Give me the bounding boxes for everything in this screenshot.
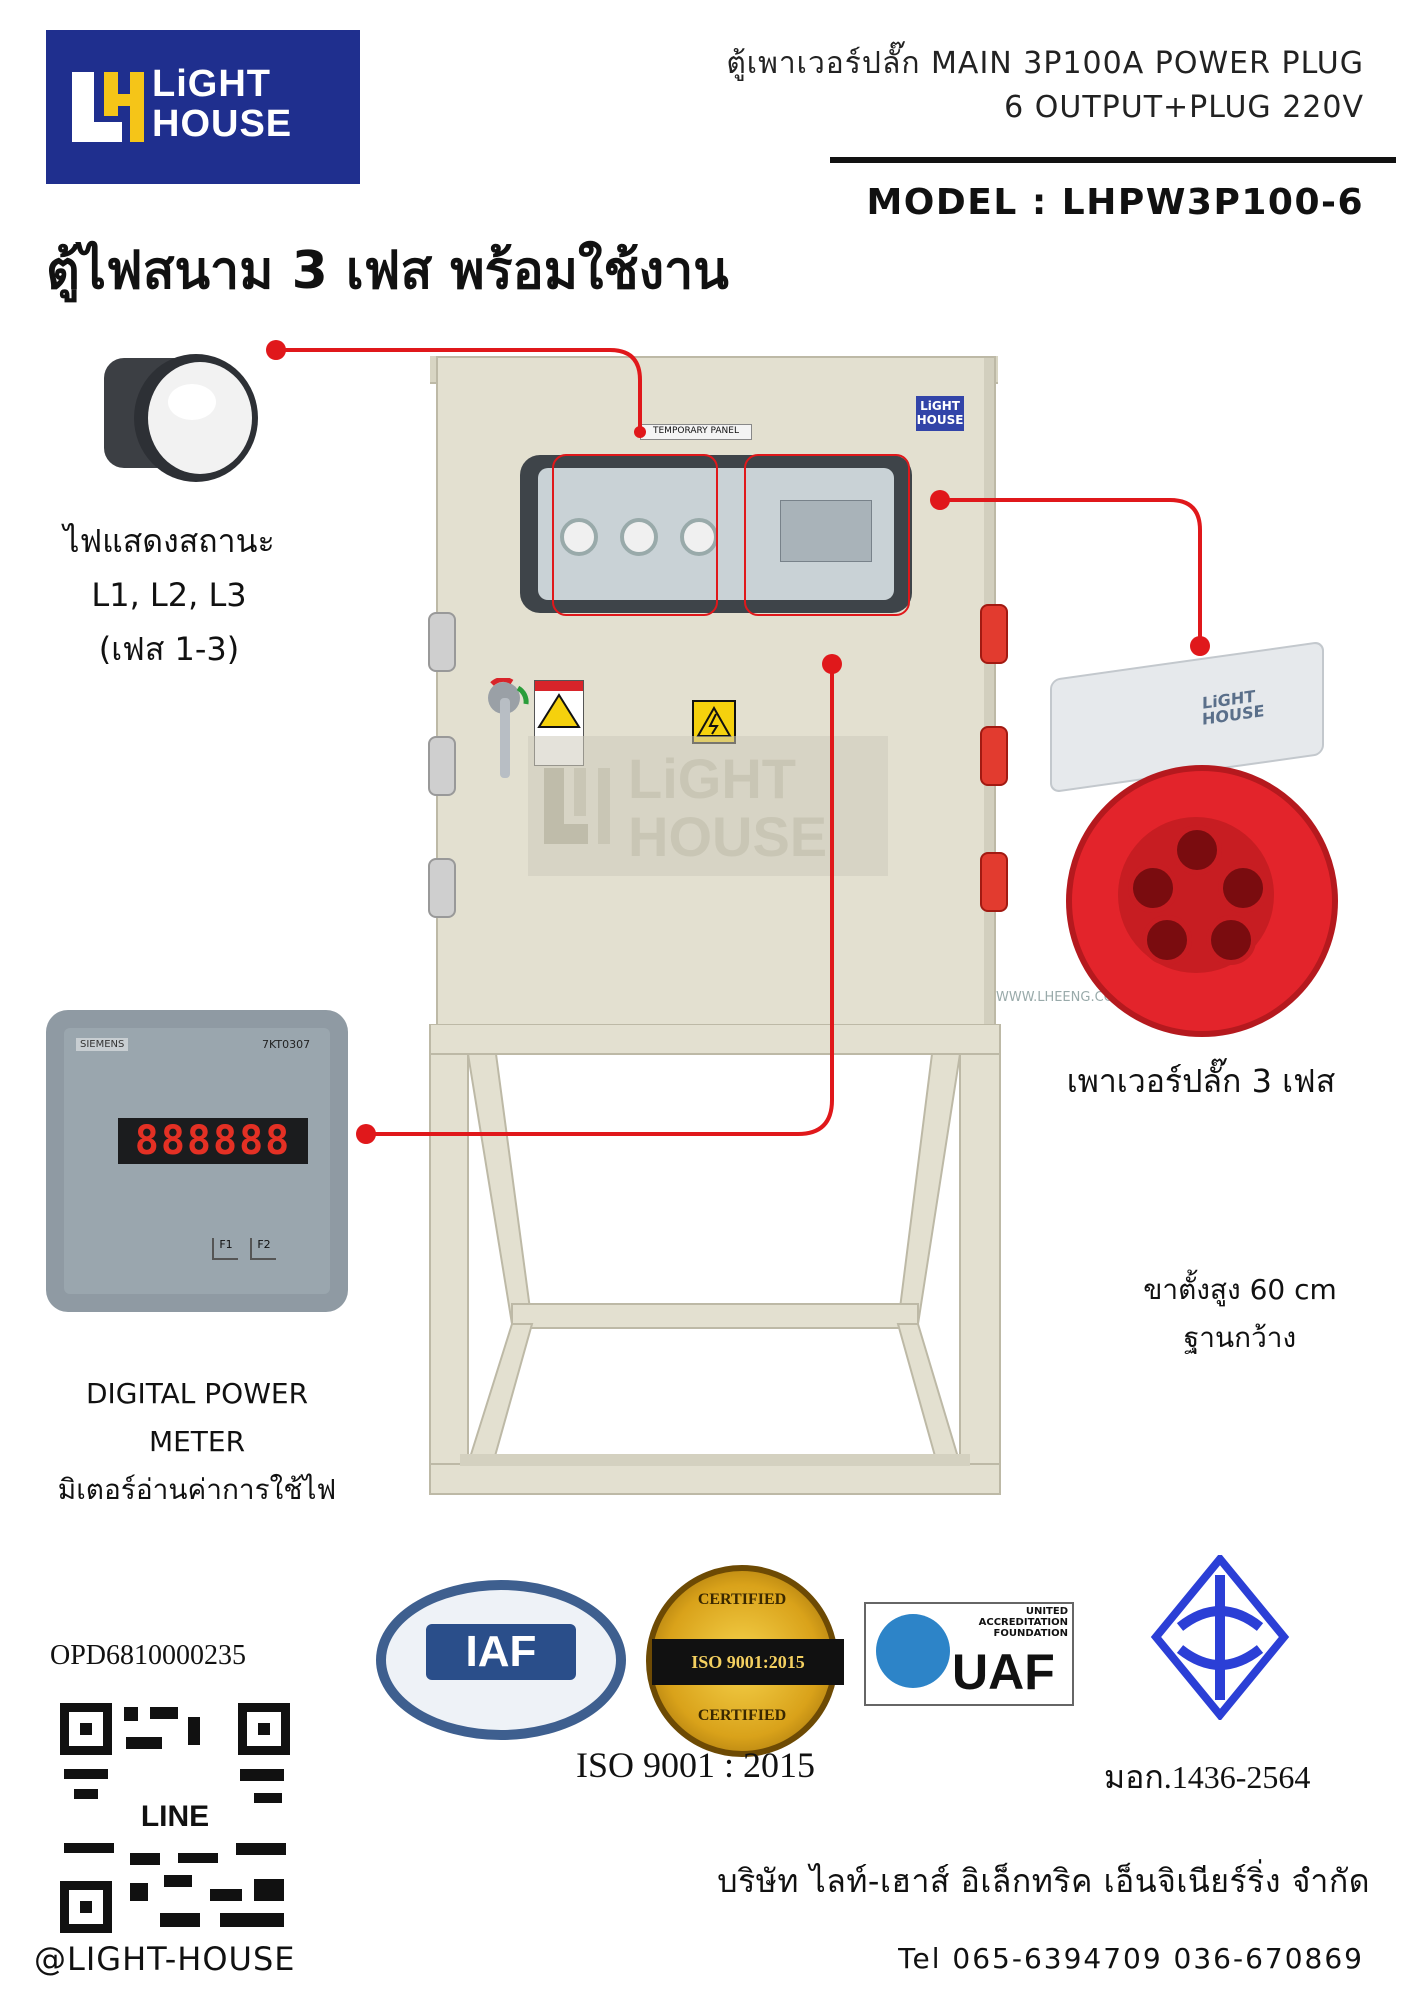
plug-pin-icon: [1218, 863, 1268, 913]
callout-dot: [356, 1124, 376, 1144]
uaf-small-line3: FOUNDATION: [993, 1628, 1069, 1639]
iaf-seal: IAF: [376, 1580, 626, 1740]
meter-callout: DIGITAL POWER METER มิเตอร์อ่านค่าการใช้…: [46, 1370, 348, 1514]
lamp-callout: ไฟแสดงสถานะ L1, L2, L3 (เฟส 1-3): [34, 514, 304, 676]
globe-icon: [876, 1614, 950, 1688]
header-line1: ตู้เพาเวอร์ปลั๊ก MAIN 3P100A POWER PLUG: [726, 46, 1364, 81]
header-rule: [830, 157, 1396, 163]
brand-logo: LiGHT HOUSE: [46, 30, 360, 184]
brand-line2: HOUSE: [152, 103, 293, 145]
iso-caption: ISO 9001 : 2015: [576, 1745, 816, 1785]
right-socket-3-icon: [980, 852, 1008, 912]
website-watermark: WWW.LHEENG.COM: [996, 990, 1126, 1005]
left-socket-2-icon: [428, 736, 456, 796]
meter-callout-line: [366, 664, 834, 1136]
uaf-small-line1: UNITED: [1025, 1606, 1068, 1617]
plug-pin-icon: [1206, 915, 1256, 965]
meter-model: 7KT0307: [262, 1038, 311, 1051]
watermark-logo-icon: [544, 768, 610, 844]
callout-dot: [266, 340, 286, 360]
uaf-small-line2: ACCREDITATION: [978, 1617, 1068, 1628]
plug-pin-icon: [1142, 915, 1192, 965]
uaf-mark: UAF: [952, 1644, 1055, 1700]
iso-seal-top: CERTIFIED: [697, 1591, 787, 1608]
stand-callout: ขาตั้งสูง 60 cm ฐานกว้าง: [1100, 1266, 1380, 1362]
callout-dot: [1190, 636, 1210, 656]
meter-brand: SIEMENS: [76, 1038, 129, 1051]
callout-dot: [930, 490, 950, 510]
lamp-l2-icon: [620, 518, 658, 556]
three-phase-plug-icon: [1066, 765, 1338, 1037]
watermark-line1: LiGHT: [628, 747, 796, 810]
callout-dot: [634, 426, 646, 438]
line-qr-code[interactable]: LINE: [60, 1703, 290, 1933]
stand-callout-line1: ขาตั้งสูง 60 cm: [1143, 1273, 1337, 1306]
plug-pin-icon: [1172, 825, 1222, 875]
callout-dot: [822, 654, 842, 674]
lamp-callout-line1: ไฟแสดงสถานะ: [63, 522, 275, 560]
iso-seal-band: ISO 9001:2015: [652, 1639, 844, 1685]
line-id: @LIGHT-HOUSE: [34, 1940, 296, 1978]
header-line2: 6 OUTPUT+PLUG 220V: [1004, 90, 1364, 125]
tis-standard-icon: [1150, 1555, 1290, 1720]
cabinet-meter-thumbnail: [780, 500, 872, 562]
opd-code: OPD6810000235: [50, 1640, 247, 1671]
power-meter-photo: SIEMENS 7KT0307 888888 F1 F2: [46, 1010, 348, 1312]
lamp-highlight-box: [552, 454, 718, 616]
plug-callout-line: [940, 498, 1202, 646]
meter-callout-line2: METER: [148, 1425, 246, 1458]
meter-display: 888888: [118, 1118, 308, 1164]
lamp-l1-icon: [560, 518, 598, 556]
left-socket-3-icon: [428, 858, 456, 918]
meter-callout-line1: DIGITAL POWER: [85, 1377, 309, 1410]
watermark-text: LiGHT HOUSE: [628, 750, 827, 866]
right-socket-1-icon: [980, 604, 1008, 664]
meter-highlight-box: [744, 454, 910, 616]
iso-seal-bottom: CERTIFIED: [697, 1707, 787, 1724]
page-title: ตู้ไฟสนาม 3 เฟส พร้อมใช้งาน: [46, 241, 729, 301]
plug-pin-icon: [1128, 863, 1178, 913]
lamp-l3-icon: [680, 518, 718, 556]
tis-caption: มอก.1436-2564: [1104, 1759, 1311, 1795]
plug-callout: เพาเวอร์ปลั๊ก 3 เฟส: [1066, 1062, 1336, 1100]
watermark-line2: HOUSE: [628, 805, 828, 868]
cabinet-stand: [429, 1024, 1001, 1495]
status-lamp-icon: [104, 354, 258, 482]
lamp-callout-line2: L1, L2, L3: [91, 576, 247, 614]
watermark-box: LiGHT HOUSE: [528, 736, 888, 876]
uaf-small-text: UNITED ACCREDITATION FOUNDATION: [979, 1606, 1068, 1639]
lamp-callout-line3: (เฟส 1-3): [98, 630, 240, 668]
plate-line2: HOUSE: [916, 413, 964, 427]
iaf-mark: IAF: [426, 1624, 576, 1680]
iso-certified-seal: CERTIFIED ISO 9001:2015 CERTIFIED: [646, 1565, 844, 1757]
meter-key-f2: F2: [250, 1238, 276, 1260]
uaf-seal: UNITED ACCREDITATION FOUNDATION UAF: [864, 1602, 1074, 1706]
meter-callout-line3: มิเตอร์อ่านค่าการใช้ไฟ: [57, 1473, 337, 1506]
power-meter-face: SIEMENS 7KT0307 888888 F1 F2: [64, 1028, 330, 1294]
telephone: Tel 065-6394709 036-670869: [898, 1942, 1364, 1975]
meter-key-f1: F1: [212, 1238, 238, 1260]
right-socket-2-icon: [980, 726, 1008, 786]
stand-callout-line2: ฐานกว้าง: [1183, 1321, 1297, 1354]
lamp-callout-line: [276, 348, 642, 432]
cabinet-brand-plate: LiGHT HOUSE: [916, 396, 964, 431]
qr-line-label: LINE: [132, 1797, 218, 1837]
lh-logo-icon: [72, 72, 144, 142]
company-name: บริษัท ไลท์-เฮาส์ อิเล็กทริค เอ็นจิเนียร…: [717, 1862, 1370, 1900]
left-socket-1-icon: [428, 612, 456, 672]
model-number: MODEL : LHPW3P100-6: [866, 182, 1364, 223]
electric-shock-icon: [537, 693, 581, 728]
brand-line1: LiGHT: [152, 63, 271, 105]
brand-wordmark: LiGHT HOUSE: [152, 64, 292, 144]
main-switch-handle-icon: [488, 678, 529, 778]
plate-line1: LiGHT: [920, 399, 960, 413]
